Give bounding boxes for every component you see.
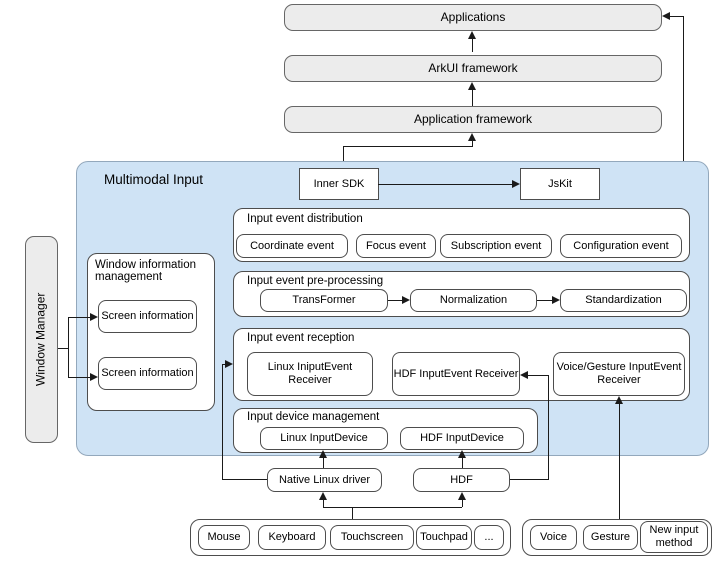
voice-box: Voice (530, 525, 577, 550)
connector-line (68, 317, 69, 378)
input-event-reception-title: Input event reception (247, 332, 355, 344)
arrow-appfw-to-arkui (468, 82, 476, 90)
arrow-transformer-to-normalization (402, 296, 410, 304)
standardization-box: Standardization (560, 289, 687, 312)
connector-line (528, 375, 548, 376)
linux-inputevent-receiver-box: Linux IniputEvent Receiver (247, 352, 373, 396)
arrow-hdf-to-hdf-receiver (520, 371, 528, 379)
applications-box: Applications (284, 4, 662, 31)
connector-line (323, 500, 324, 507)
keyboard-box: Keyboard (258, 525, 326, 550)
connector-line (58, 348, 68, 349)
window-information-management-title: Window information management (95, 259, 196, 283)
arrow-wm-to-screen-info-1 (90, 313, 98, 321)
connector-line (323, 507, 462, 508)
window-manager-box: Window Manager (25, 236, 58, 443)
arrow-innersdk-to-jskit (512, 180, 520, 188)
arrow-native-to-linux-inputdevice (319, 450, 327, 458)
connector-line (68, 377, 90, 378)
connector-line (670, 16, 683, 17)
connector-line (222, 364, 226, 365)
input-event-preprocessing-title: Input event pre-processing (247, 275, 384, 287)
configuration-event-box: Configuration event (560, 234, 682, 258)
transformer-box: TransFormer (260, 289, 388, 312)
screen-information-box-2: Screen information (98, 357, 197, 390)
connector-line (619, 404, 620, 519)
arrow-driver-to-reception (225, 360, 233, 368)
voice-gesture-inputevent-receiver-box: Voice/Gesture InputEvent Receiver (553, 352, 685, 396)
arrow-normalization-to-standardization (552, 296, 560, 304)
connector-line (510, 479, 549, 480)
screen-information-box-1: Screen information (98, 300, 197, 333)
touchpad-box: Touchpad (416, 525, 472, 550)
connector-line (472, 140, 473, 146)
jskit-box: JsKit (520, 168, 600, 200)
arrow-hdf-to-hdf-inputdevice (458, 450, 466, 458)
subscription-event-box: Subscription event (440, 234, 552, 258)
hdf-inputevent-receiver-box: HDF InputEvent Receiver (392, 352, 520, 396)
arkui-framework-box: ArkUI framework (284, 55, 662, 82)
inner-sdk-box: Inner SDK (299, 168, 379, 200)
touchscreen-box: Touchscreen (330, 525, 414, 550)
linux-inputdevice-box: Linux InputDevice (260, 427, 388, 450)
arrow-devices-to-hdf (458, 492, 466, 500)
connector-line (68, 317, 90, 318)
connector-line (472, 38, 473, 52)
connector-line (683, 16, 684, 185)
focus-event-box: Focus event (356, 234, 436, 258)
connector-line (222, 479, 267, 480)
arrow-wm-to-screen-info-2 (90, 373, 98, 381)
hdf-box: HDF (413, 468, 510, 492)
connector-line (343, 146, 344, 169)
mouse-box: Mouse (198, 525, 250, 550)
connector-line (388, 300, 403, 301)
application-framework-box: Application framework (284, 106, 662, 133)
connector-line (462, 458, 463, 468)
connector-line (548, 375, 549, 479)
multimodal-input-title: Multimodal Input (104, 172, 204, 187)
input-event-distribution-title: Input event distribution (247, 213, 363, 225)
arrow-jskit-to-applications (662, 12, 670, 20)
arrow-innersdk-to-appfw (468, 133, 476, 141)
connector-line (378, 184, 512, 185)
connector-line (472, 89, 473, 106)
arrow-arkui-to-applications (468, 31, 476, 39)
connector-line (462, 500, 463, 507)
connector-line (323, 458, 324, 468)
hdf-inputdevice-box: HDF InputDevice (400, 427, 524, 450)
arrow-devices-to-native-driver (319, 492, 327, 500)
connector-line (222, 364, 223, 479)
arrow-voice-devices-to-receiver (615, 396, 623, 404)
new-input-method-box: New input method (640, 521, 708, 553)
more-devices-box: ... (474, 525, 504, 550)
gesture-box: Gesture (583, 525, 638, 550)
native-linux-driver-box: Native Linux driver (267, 468, 382, 492)
input-device-management-title: Input device management (247, 411, 380, 423)
connector-line (537, 300, 553, 301)
normalization-box: Normalization (410, 289, 537, 312)
connector-line (343, 146, 473, 147)
coordinate-event-box: Coordinate event (236, 234, 348, 258)
connector-line (352, 507, 353, 519)
